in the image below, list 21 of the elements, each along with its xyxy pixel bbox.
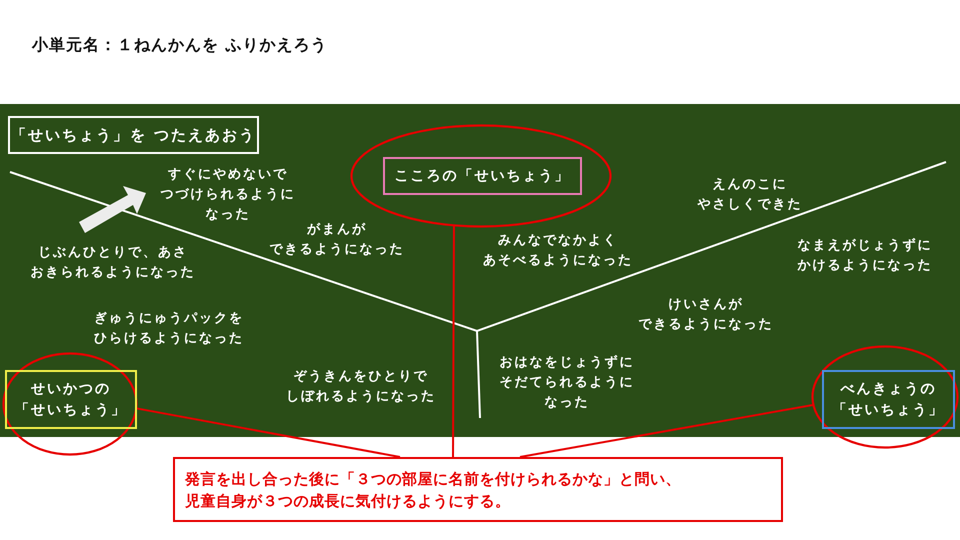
highlight-ellipse (2, 352, 138, 456)
growth-note: えんのこにやさしくできた (698, 176, 802, 214)
category-box: べんきょうの「せいちょう」 (822, 370, 955, 429)
connector-line (520, 404, 814, 458)
growth-note: ぎゅうにゅうパックをひらけるようになった (94, 310, 244, 348)
connector-line (136, 407, 400, 458)
highlight-ellipse (811, 345, 959, 449)
growth-note: なまえがじょうずにかけるようになった (798, 237, 932, 275)
growth-note: じぶんひとりで、あさおきられるようになった (30, 244, 196, 282)
growth-note: すぐにやめないでつづけられるようになった (160, 166, 296, 224)
category-box: せいかつの「せいちょう」 (5, 370, 137, 429)
title-box: 「せいちょう」を つたえあおう (8, 116, 259, 154)
connector-line (452, 226, 455, 457)
growth-note: がまんができるようになった (270, 221, 404, 259)
growth-note: おはなをじょうずにそだてられるようになった (500, 354, 634, 412)
growth-note: ぞうきんをひとりでしぼれるようになった (286, 368, 436, 406)
category-box: こころの「せいちょう」 (383, 157, 582, 195)
growth-note: みんなでなかよくあそべるようになった (483, 232, 633, 270)
growth-note: けいさんができるようになった (638, 296, 774, 334)
title: 小単元名：１ねんかんを ふりかえろう (32, 35, 328, 56)
note-box: 発言を出し合った後に「３つの部屋に名前を付けられるかな」と問い、児童自身が３つの成長に気付けるようにする。 (173, 457, 783, 522)
